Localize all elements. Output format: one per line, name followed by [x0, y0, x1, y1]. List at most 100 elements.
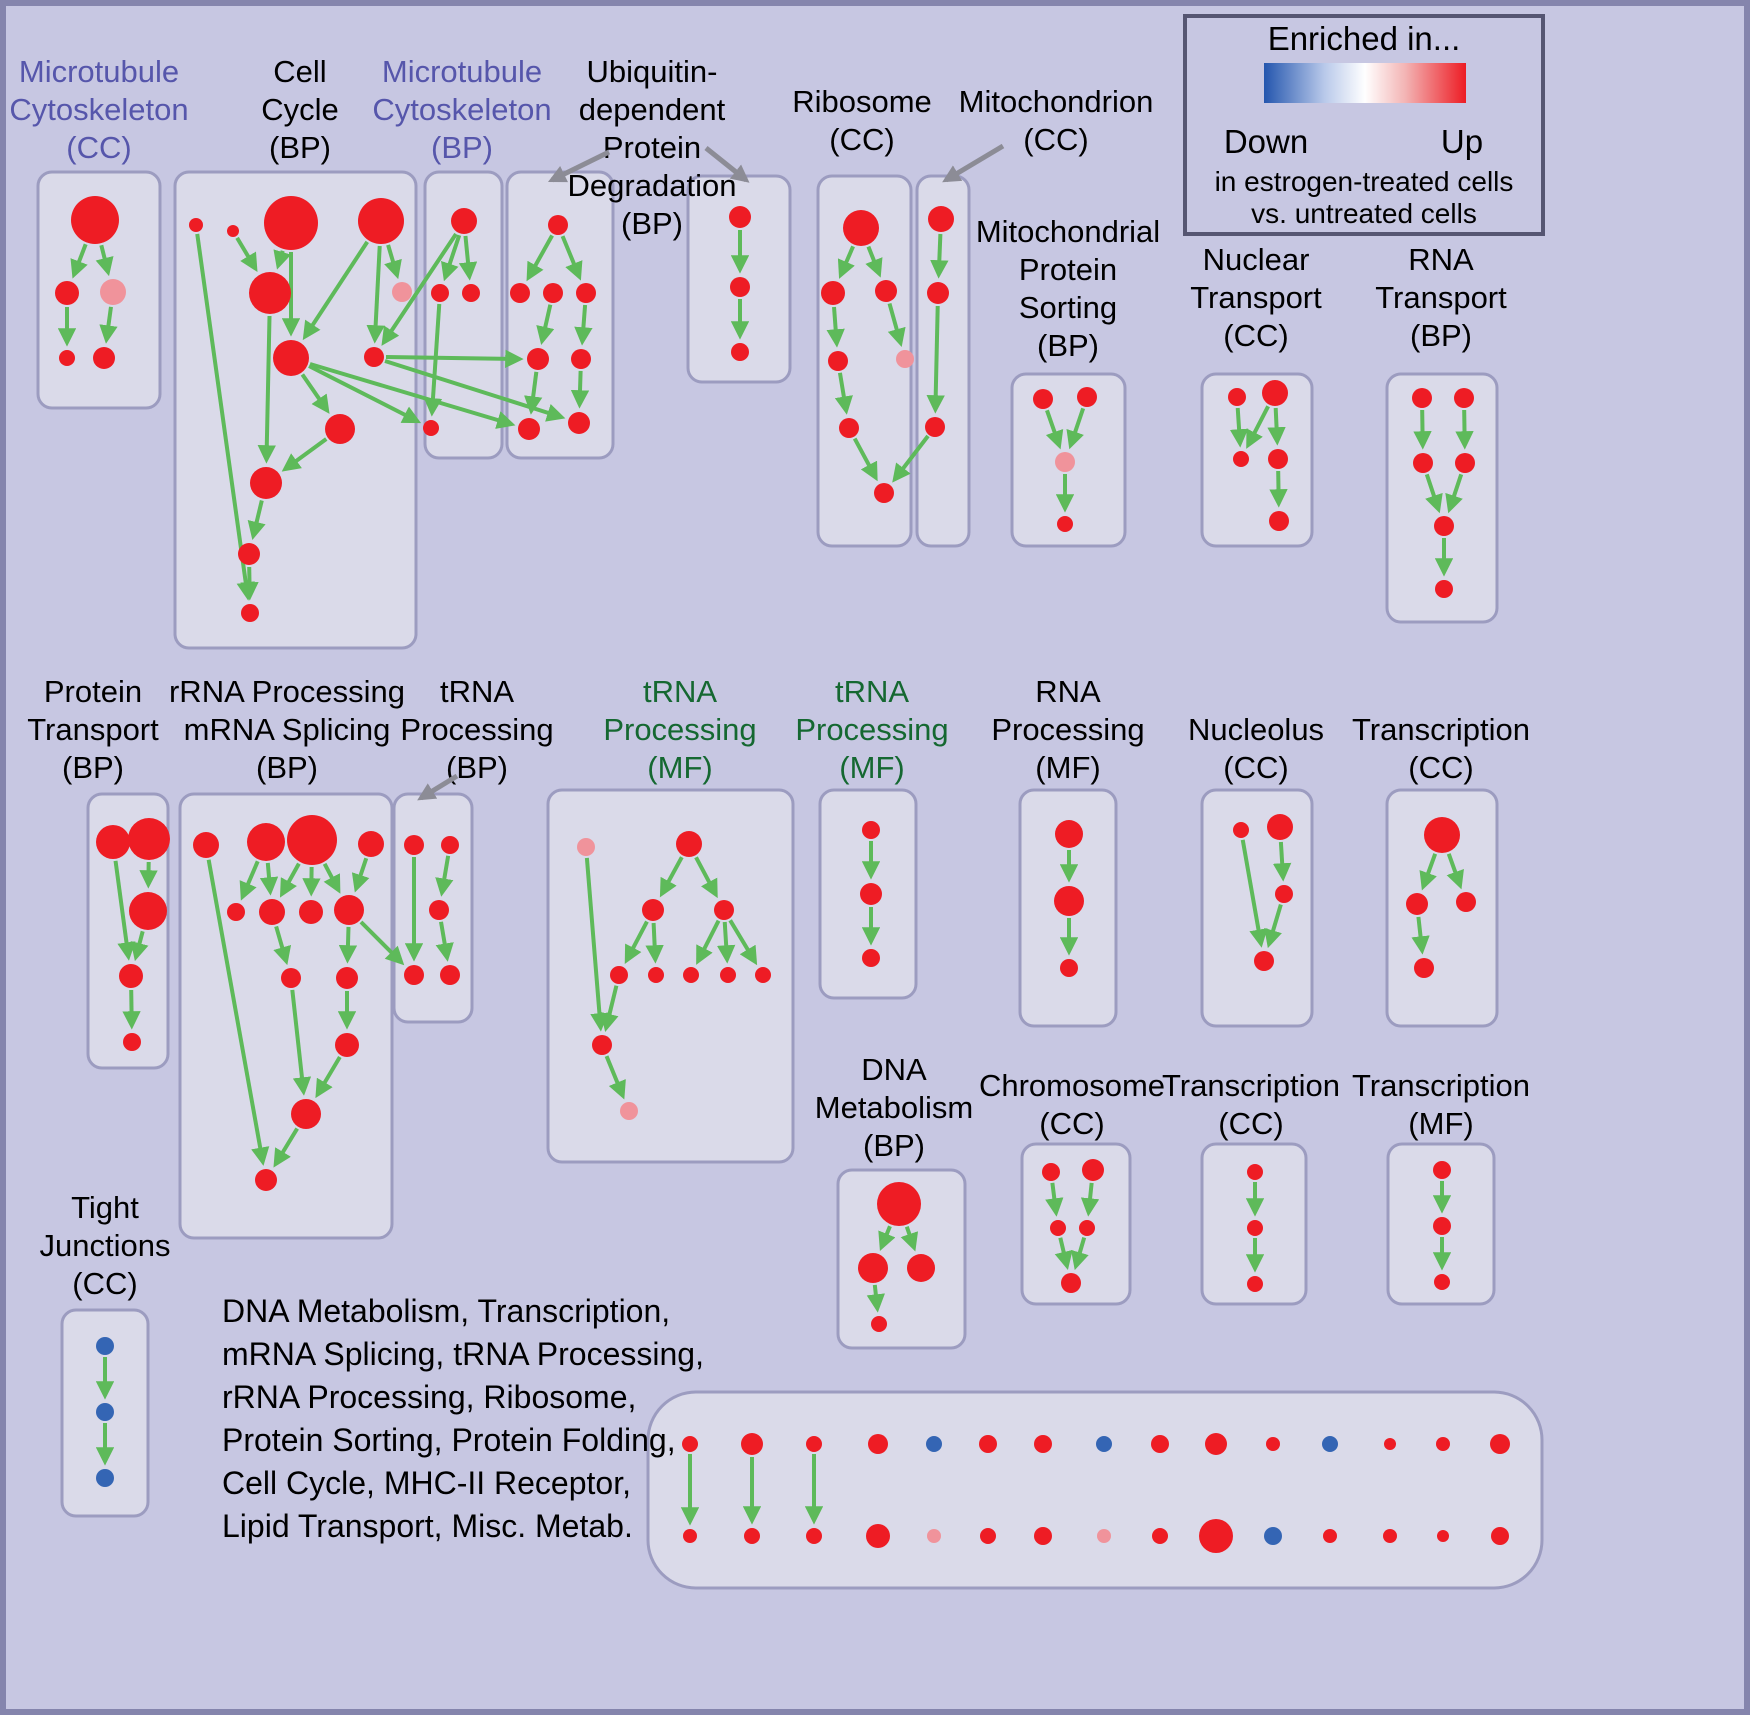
cluster-box-nucleolus-cc [1200, 788, 1314, 1028]
go-edge [257, 315, 276, 464]
go-edge [122, 989, 141, 1030]
go-term-node [676, 831, 702, 857]
legend-subtitle-line1: in estrogen-treated cells [1215, 166, 1514, 197]
go-term-node [730, 277, 750, 297]
go-term-node [979, 1435, 997, 1453]
cluster-label-transcription-mf: Transcription(MF) [1352, 1068, 1530, 1141]
go-term-node [1057, 516, 1073, 532]
go-term-node [358, 198, 404, 244]
go-edge [279, 862, 301, 898]
go-term-node [755, 967, 771, 983]
go-term-node [431, 284, 449, 302]
go-edge [694, 856, 718, 899]
go-term-node [866, 1524, 890, 1548]
go-edge [322, 862, 341, 894]
go-term-node [128, 818, 170, 860]
go-term-node [238, 543, 260, 565]
go-term-node [1383, 1529, 1397, 1543]
go-term-node [255, 1169, 277, 1191]
go-term-node [907, 1254, 935, 1282]
go-term-node [441, 836, 459, 854]
go-term-node [1034, 1527, 1052, 1545]
go-term-node [358, 831, 384, 857]
go-edge [1045, 1182, 1064, 1217]
go-edge [273, 1127, 299, 1168]
go-term-node [119, 964, 143, 988]
go-term-node [1266, 1437, 1280, 1451]
go-term-node [592, 1035, 612, 1055]
go-cross-edge [359, 920, 405, 966]
cluster-box-nuclear-transport-cc [1200, 372, 1314, 548]
legend-down-label: Down [1224, 123, 1308, 160]
go-term-node [682, 1436, 698, 1452]
go-edge [834, 372, 853, 415]
go-term-node [440, 965, 460, 985]
go-term-node [1254, 951, 1274, 971]
legend: Enriched in... Down Up in estrogen-treat… [1183, 14, 1545, 236]
go-edge [99, 306, 118, 344]
go-edge [1240, 839, 1268, 948]
go-edge [206, 859, 270, 1166]
cluster-label-nucleolus-cc: Nucleolus(CC) [1188, 712, 1324, 785]
go-term-node [874, 483, 894, 503]
go-term-node [96, 1469, 114, 1487]
go-edge [866, 1284, 885, 1313]
go-edge [458, 235, 478, 281]
go-term-node [1433, 1217, 1451, 1235]
go-edge [1054, 1237, 1073, 1270]
go-term-node [299, 900, 323, 924]
go-edge [300, 373, 330, 414]
go-term-node [1454, 388, 1474, 408]
go-term-node [1414, 958, 1434, 978]
go-term-node [273, 340, 309, 376]
go-term-node [720, 967, 736, 983]
go-edge [659, 856, 684, 898]
misc-clusters-note: DNA Metabolism, Transcription,mRNA Splic… [222, 1293, 704, 1544]
go-term-node [980, 1528, 996, 1544]
go-cross-edge [892, 434, 930, 483]
go-term-node [806, 1436, 822, 1452]
go-term-node [576, 283, 596, 303]
go-edge [1045, 409, 1064, 450]
legend-subtitle-line2: vs. untreated cells [1251, 198, 1477, 229]
go-term-node [129, 892, 167, 930]
go-term-node [1264, 1527, 1282, 1545]
go-edge [536, 304, 555, 345]
go-edge [1272, 841, 1292, 882]
legend-up-label: Up [1441, 123, 1483, 160]
go-term-node [518, 418, 540, 440]
go-edge [315, 1056, 342, 1099]
go-edge [600, 985, 619, 1032]
annotation-arrow [547, 149, 611, 183]
go-term-node [189, 218, 203, 232]
go-term-node [1054, 886, 1084, 916]
go-term-node [1435, 580, 1453, 598]
go-term-node [1079, 1220, 1095, 1236]
go-term-node [714, 900, 734, 920]
go-term-node [100, 279, 126, 305]
go-term-node [1060, 959, 1078, 977]
go-term-node [868, 1434, 888, 1454]
go-term-node [93, 347, 115, 369]
go-term-node [1096, 1436, 1112, 1452]
go-term-node [451, 208, 477, 234]
go-term-node [1205, 1433, 1227, 1455]
go-term-node [96, 1403, 114, 1421]
go-term-node [1247, 1164, 1263, 1180]
go-term-node [1033, 389, 1053, 409]
go-term-node [1152, 1528, 1168, 1544]
go-term-node [1097, 1529, 1111, 1543]
go-edge [1446, 853, 1464, 890]
go-term-node [55, 281, 79, 305]
go-edge [273, 925, 292, 966]
cluster-box-rrna-processing-mrna-splicing-bp [178, 792, 394, 1240]
go-term-node [227, 903, 245, 921]
go-term-node [828, 351, 848, 371]
go-term-node [291, 1099, 321, 1129]
go-edge [338, 926, 358, 964]
